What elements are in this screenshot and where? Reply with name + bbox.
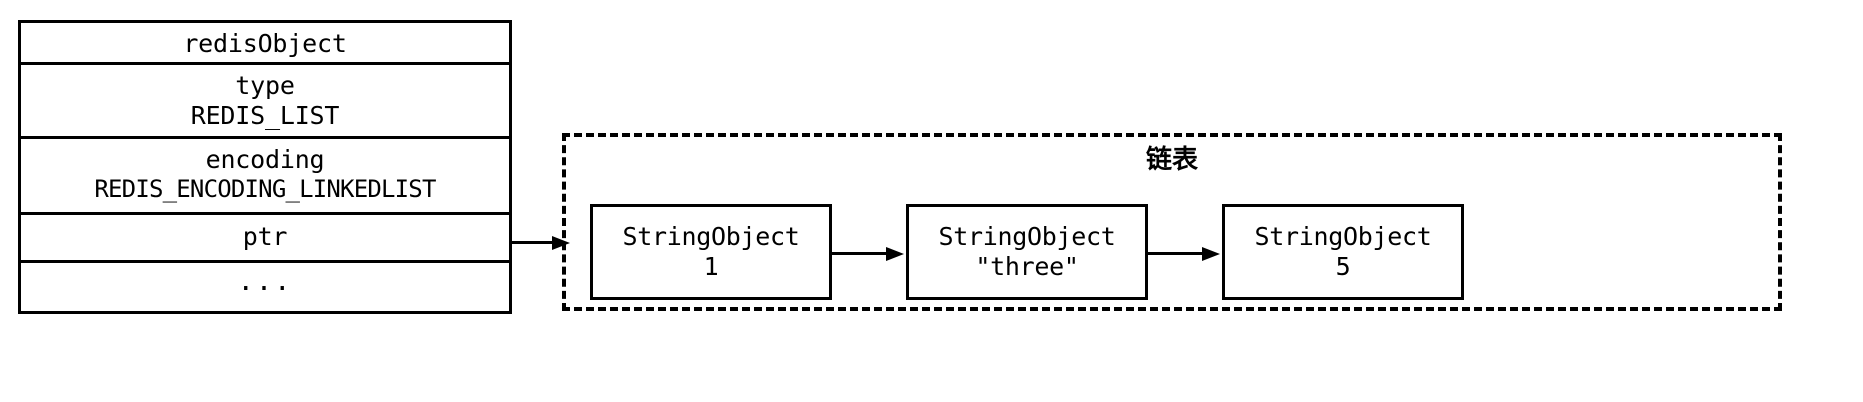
list-node-0-value: 1 (703, 252, 719, 281)
struct-row-type: type REDIS_LIST (21, 65, 509, 139)
list-link-arrow-1-icon (1148, 247, 1222, 261)
struct-field-name-encoding: encoding (205, 145, 325, 174)
struct-title-text: redisObject (183, 29, 347, 58)
list-link-arrow-0-icon (832, 247, 906, 261)
list-node-2: StringObject 5 (1222, 204, 1464, 300)
list-node-1-value: "three" (975, 252, 1079, 281)
struct-ellipsis-text: ... (237, 266, 293, 297)
arrow-head (886, 247, 904, 261)
struct-row-title: redisObject (21, 23, 509, 65)
arrow-head (1202, 247, 1220, 261)
linked-list-container: 链表 StringObject 1 StringObject "three" S… (562, 133, 1782, 311)
redis-object-struct-table: redisObject type REDIS_LIST encoding RED… (18, 20, 512, 314)
struct-row-ptr: ptr (21, 215, 509, 263)
list-node-1-type: StringObject (938, 221, 1116, 251)
arrow-shaft (1148, 252, 1206, 255)
linked-list-title: 链表 (1145, 145, 1198, 175)
list-node-2-value: 5 (1335, 252, 1351, 281)
arrow-shaft (512, 241, 556, 244)
struct-row-encoding: encoding REDIS_ENCODING_LINKEDLIST (21, 139, 509, 215)
list-node-2-type: StringObject (1254, 221, 1432, 251)
list-node-0-type: StringObject (622, 221, 800, 251)
struct-field-name-ptr: ptr (242, 222, 288, 251)
struct-field-value-type: REDIS_LIST (190, 100, 340, 130)
list-node-1: StringObject "three" (906, 204, 1148, 300)
struct-field-value-encoding: REDIS_ENCODING_LINKEDLIST (94, 174, 436, 203)
struct-row-ellipsis: ... (21, 263, 509, 311)
struct-field-name-type: type (235, 71, 295, 100)
arrow-shaft (832, 252, 890, 255)
list-node-0: StringObject 1 (590, 204, 832, 300)
